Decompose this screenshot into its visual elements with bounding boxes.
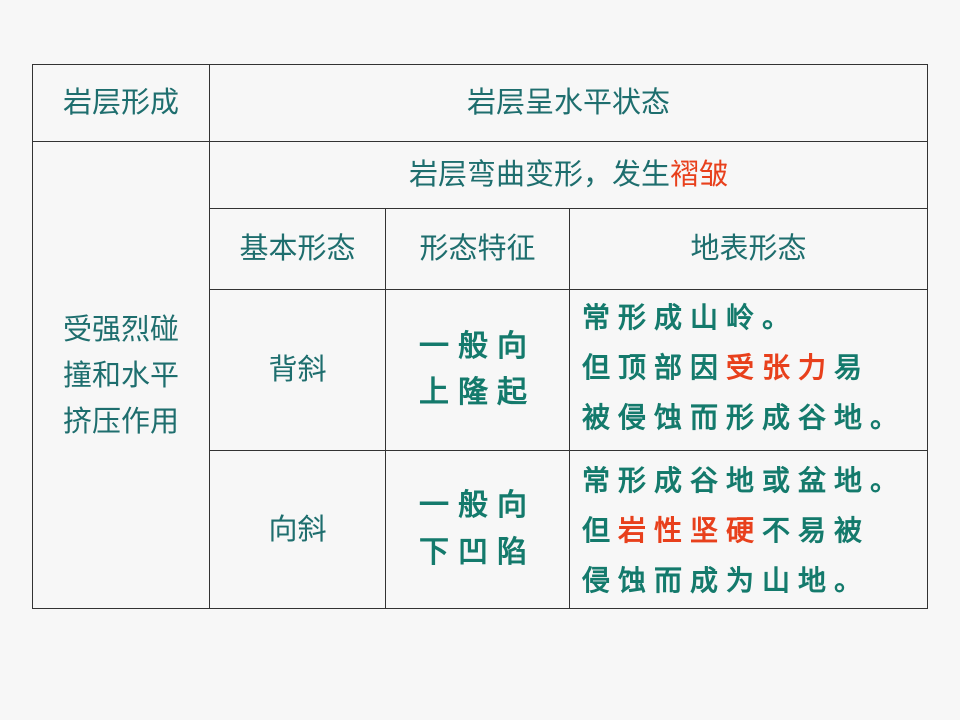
anticline-form-text: 背斜 <box>268 352 327 387</box>
header-horizontal-state-text: 岩层呈水平状态 <box>466 85 670 120</box>
syncline-form: 向斜 <box>209 450 385 609</box>
syncline-feature-text: 一般向 下凹陷 <box>419 488 536 570</box>
cause-label: 受强烈碰 撞和水平 挤压作用 <box>32 141 209 609</box>
surface-segment: 但顶部因 <box>582 351 727 384</box>
surface-line: 常形成谷地或盆地。 <box>582 456 906 506</box>
syncline-surface-text: 常形成谷地或盆地。但岩性坚硬不易被侵蚀而成为山地。 <box>582 456 906 606</box>
surface-segment: 常形成山岭。 <box>582 301 799 334</box>
surface-line: 但顶部因受张力易 <box>582 343 906 393</box>
fold-subheader-text: 岩层弯曲变形，发生 <box>408 157 670 192</box>
highlighted-term: 受张力 <box>726 351 835 384</box>
col-header-basic-form-text: 基本形态 <box>239 231 356 266</box>
fold-subheader: 岩层弯曲变形，发生褶皱 <box>209 141 928 208</box>
anticline-feature: 一般向 上隆起 <box>385 289 569 450</box>
header-rock-formation-text: 岩层形成 <box>62 85 179 120</box>
syncline-feature: 一般向 下凹陷 <box>385 450 569 609</box>
syncline-surface <box>569 450 928 609</box>
surface-line: 常形成山岭。 <box>582 293 906 343</box>
surface-segment: 但 <box>582 514 619 547</box>
syncline-form-text: 向斜 <box>268 511 327 546</box>
anticline-form: 背斜 <box>209 289 385 450</box>
surface-segment: 侵蚀而成为山地。 <box>582 564 871 597</box>
surface-segment: 常形成谷地或盆地。 <box>582 464 907 497</box>
surface-segment: 易 <box>834 351 871 384</box>
fold-keyword: 褶皱 <box>670 157 729 192</box>
anticline-feature-text: 一般向 上隆起 <box>419 328 536 411</box>
header-horizontal-state: 岩层呈水平状态 <box>209 64 928 141</box>
header-rock-formation: 岩层形成 <box>32 64 209 141</box>
surface-segment: 不易被 <box>762 514 871 547</box>
surface-segment: 被侵蚀而形成谷地。 <box>582 401 907 434</box>
surface-line: 侵蚀而成为山地。 <box>582 556 906 606</box>
anticline-surface-text: 常形成山岭。但顶部因受张力易被侵蚀而形成谷地。 <box>582 293 906 443</box>
surface-line: 但岩性坚硬不易被 <box>582 506 906 556</box>
col-header-basic-form: 基本形态 <box>209 208 385 289</box>
col-header-feature-text: 形态特征 <box>419 231 536 266</box>
surface-line: 被侵蚀而形成谷地。 <box>582 393 906 443</box>
col-header-feature: 形态特征 <box>385 208 569 289</box>
col-header-surface: 地表形态 <box>569 208 928 289</box>
highlighted-term: 岩性坚硬 <box>618 514 763 547</box>
col-header-surface-text: 地表形态 <box>690 231 807 266</box>
anticline-surface <box>569 289 928 450</box>
cause-label-text: 受强烈碰 撞和水平 挤压作用 <box>62 312 179 438</box>
